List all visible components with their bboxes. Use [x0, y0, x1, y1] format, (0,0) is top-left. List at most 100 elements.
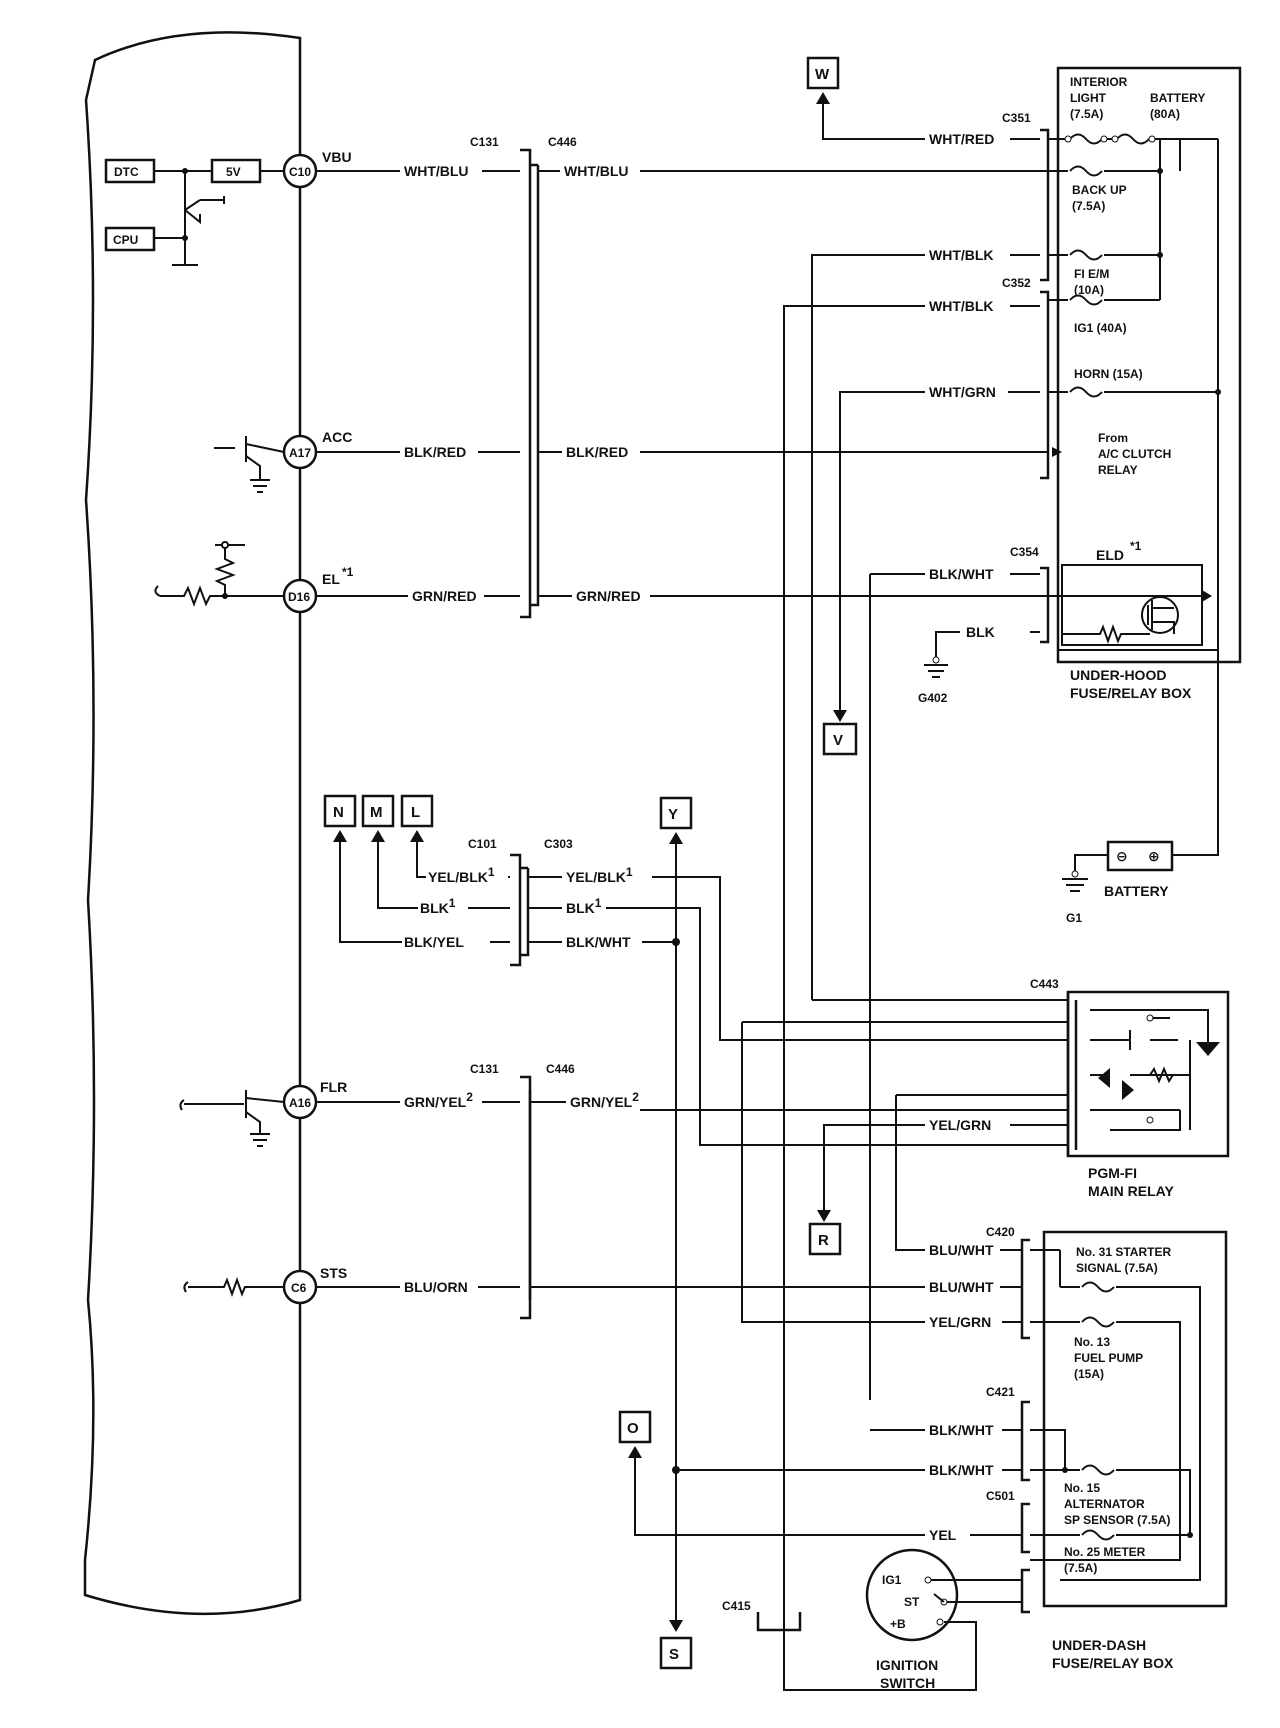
ignition-st: ST [904, 1595, 920, 1609]
tag-r-label: R [818, 1232, 829, 1249]
pin-a17: A17 ACC [282, 429, 352, 470]
c131-lower-label: C131 [470, 1062, 499, 1076]
wire-c501 [634, 1458, 1022, 1536]
pin-c6: C6 STS [282, 1265, 347, 1305]
a16-transistor [179, 1090, 285, 1147]
d16-resistor-network [154, 544, 284, 607]
ignition-title-1: IGNITION [876, 1657, 938, 1673]
wire-ig1 [783, 305, 1040, 1640]
c420-label: C420 [986, 1225, 1015, 1239]
fuse-fi-2: (10A) [1074, 283, 1104, 297]
eld-label: ELD [1096, 547, 1124, 563]
pin-a17-signal: ACC [322, 429, 352, 445]
wire-c415 [783, 1621, 977, 1691]
fuse-interior-3: (7.5A) [1070, 107, 1103, 121]
wire-horn-label: WHT/GRN [929, 384, 996, 400]
tag-v [822, 722, 858, 756]
wire-horn [839, 391, 1040, 712]
c421-label: C421 [986, 1385, 1015, 1399]
from-2: A/C CLUTCH [1098, 447, 1171, 461]
c352-label: C352 [1002, 276, 1031, 290]
connector-underdash-ign [1020, 1568, 1030, 1614]
wire-relay-yelgrn [823, 1124, 1068, 1214]
ignition-switch [865, 1548, 959, 1642]
tag-w-label: W [815, 66, 830, 83]
underdash-title-1: UNDER-DASH [1052, 1637, 1146, 1653]
f25-1: No. 25 METER [1064, 1545, 1146, 1559]
c131-upper-label: C131 [470, 135, 499, 149]
main-relay-title-2: MAIN RELAY [1088, 1183, 1174, 1199]
f15-3: SP SENSOR (7.5A) [1064, 1513, 1170, 1527]
c101-label: C101 [468, 837, 497, 851]
tag-n-label: N [333, 804, 344, 821]
c303-r3-label: BLK/WHT [566, 934, 631, 950]
dtc-label: DTC [114, 165, 139, 179]
pin-c10: C10 VBU [282, 149, 352, 189]
connector-c501 [1020, 1502, 1030, 1554]
g402-label: G402 [918, 691, 948, 705]
wire-fi-label: WHT/BLK [929, 247, 994, 263]
tag-l-label: L [411, 804, 420, 821]
c101-l1-label: YEL/BLK1 [428, 865, 495, 885]
c101-left-wires [339, 842, 510, 943]
underdash-fuses [1030, 1249, 1201, 1581]
connector-c101 [510, 853, 522, 967]
c415-label: C415 [722, 1599, 751, 1613]
connector-c421 [1020, 1400, 1030, 1482]
c443-label: C443 [1030, 977, 1059, 991]
fuse-fi-1: FI E/M [1074, 267, 1109, 281]
connector-c420 [1020, 1238, 1030, 1340]
eld-transistor [1141, 596, 1179, 634]
wire-gnd-label: BLK [966, 624, 995, 640]
c354-label: C354 [1010, 545, 1039, 559]
wire-vbu-left-label: WHT/BLU [404, 163, 469, 179]
connector-c415 [756, 1612, 802, 1632]
tag-r [808, 1222, 842, 1256]
f15-2: ALTERNATOR [1064, 1497, 1145, 1511]
fuse-battery-1: BATTERY [1150, 91, 1205, 105]
pin-a16: A16 FLR [282, 1079, 347, 1120]
wire-vbu-right-label: WHT/BLU [564, 163, 629, 179]
ignition-ig1: IG1 [882, 1573, 902, 1587]
fuse-interior-2: LIGHT [1070, 91, 1107, 105]
battery-symbol [1106, 840, 1174, 872]
from-1: From [1098, 431, 1128, 445]
wire-flr-left-label: GRN/YEL2 [404, 1090, 473, 1110]
c420-3-label: YEL/GRN [929, 1314, 991, 1330]
tag-o [618, 1410, 652, 1444]
f13-1: No. 13 [1074, 1335, 1110, 1349]
battery-plus-icon: ⊕ [1148, 848, 1160, 864]
fuse-ig1: IG1 (40A) [1074, 321, 1127, 335]
wire-ig1-label: WHT/BLK [929, 298, 994, 314]
five-v-label: 5V [226, 165, 241, 179]
eld-sup: *1 [1130, 539, 1142, 553]
pin-c6-id: C6 [291, 1281, 307, 1295]
tag-y-label: Y [668, 806, 678, 823]
wire-relay-loop [741, 1021, 1068, 1323]
c446-upper-label: C446 [548, 135, 577, 149]
g1-label: G1 [1066, 911, 1082, 925]
ecm-internal-wiring [154, 170, 284, 266]
wire-ignition [931, 1579, 1022, 1603]
c303-r2-label: BLK1 [566, 896, 602, 916]
underhood-title-2: FUSE/RELAY BOX [1070, 685, 1192, 701]
f13-3: (15A) [1074, 1367, 1104, 1381]
a17-transistor [214, 436, 285, 493]
pin-a17-id: A17 [289, 446, 311, 460]
pin-d16-sup: *1 [342, 565, 354, 579]
pin-c10-id: C10 [289, 165, 311, 179]
tag-w [806, 56, 840, 90]
connector-c352 [1040, 290, 1050, 480]
pin-a16-id: A16 [289, 1096, 311, 1110]
ignition-b: +B [890, 1617, 906, 1631]
ecm-outline [83, 31, 302, 1616]
connector-c446-upper [530, 163, 540, 607]
main-relay-title-1: PGM-FI [1088, 1165, 1137, 1181]
f13-2: FUEL PUMP [1074, 1351, 1143, 1365]
fuse-backup-1: BACK UP [1072, 183, 1127, 197]
underhood-box [1056, 66, 1242, 664]
c6-resistor [183, 1277, 284, 1297]
f25-2: (7.5A) [1064, 1561, 1097, 1575]
tag-m-label: M [370, 804, 383, 821]
